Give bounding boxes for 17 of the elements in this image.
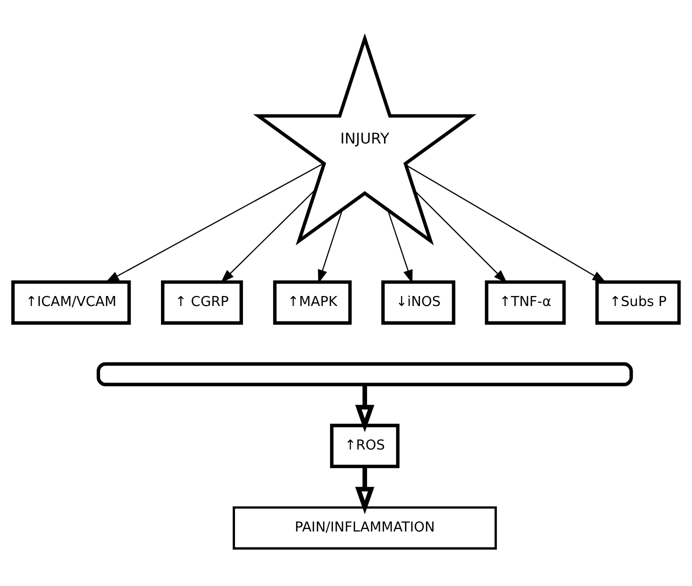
arrow [406,164,606,282]
arrow [414,189,508,283]
arrow [318,209,343,283]
node-box: PAIN/INFLAMMATION [232,506,497,550]
arrow [105,162,324,282]
arrow [355,466,374,514]
node-box: ↑Subs P [595,280,681,324]
node-box: ↓iNOS [381,280,456,324]
arrow [220,188,316,283]
node-box: ↑MAPK [273,280,352,324]
node-box: ↑TNF-α [484,280,566,324]
arrow [387,210,413,284]
arrow [355,384,374,432]
node-bar [96,362,633,386]
node-box: ↑ICAM/VCAM [11,280,131,324]
node-box: ↑ROS [330,423,400,468]
node-box: ↑ CGRP [160,280,243,324]
